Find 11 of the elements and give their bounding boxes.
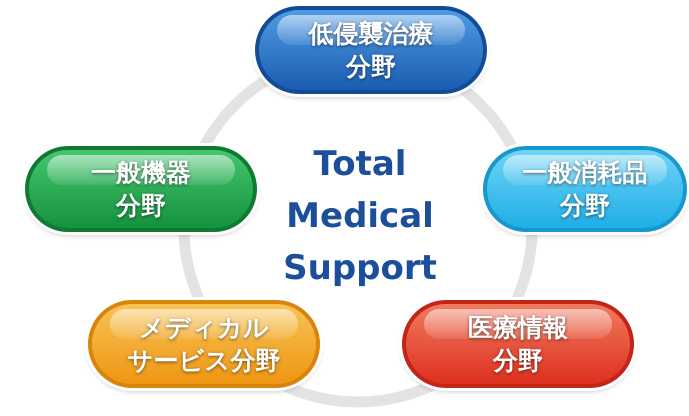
category-pill xyxy=(88,300,320,388)
category-label: メディカルサービス分野 xyxy=(128,312,280,377)
center-title: Total Medical Support xyxy=(282,143,438,290)
category-pill xyxy=(483,146,687,232)
category-label: 低侵襲治療分野 xyxy=(308,18,434,83)
category-label: 一般機器分野 xyxy=(91,157,191,222)
category-label: 一般消耗品分野 xyxy=(522,157,648,222)
category-pill xyxy=(25,146,257,232)
category-pill xyxy=(402,300,634,388)
category-label: 医療情報分野 xyxy=(468,312,568,377)
category-pill xyxy=(255,6,487,94)
